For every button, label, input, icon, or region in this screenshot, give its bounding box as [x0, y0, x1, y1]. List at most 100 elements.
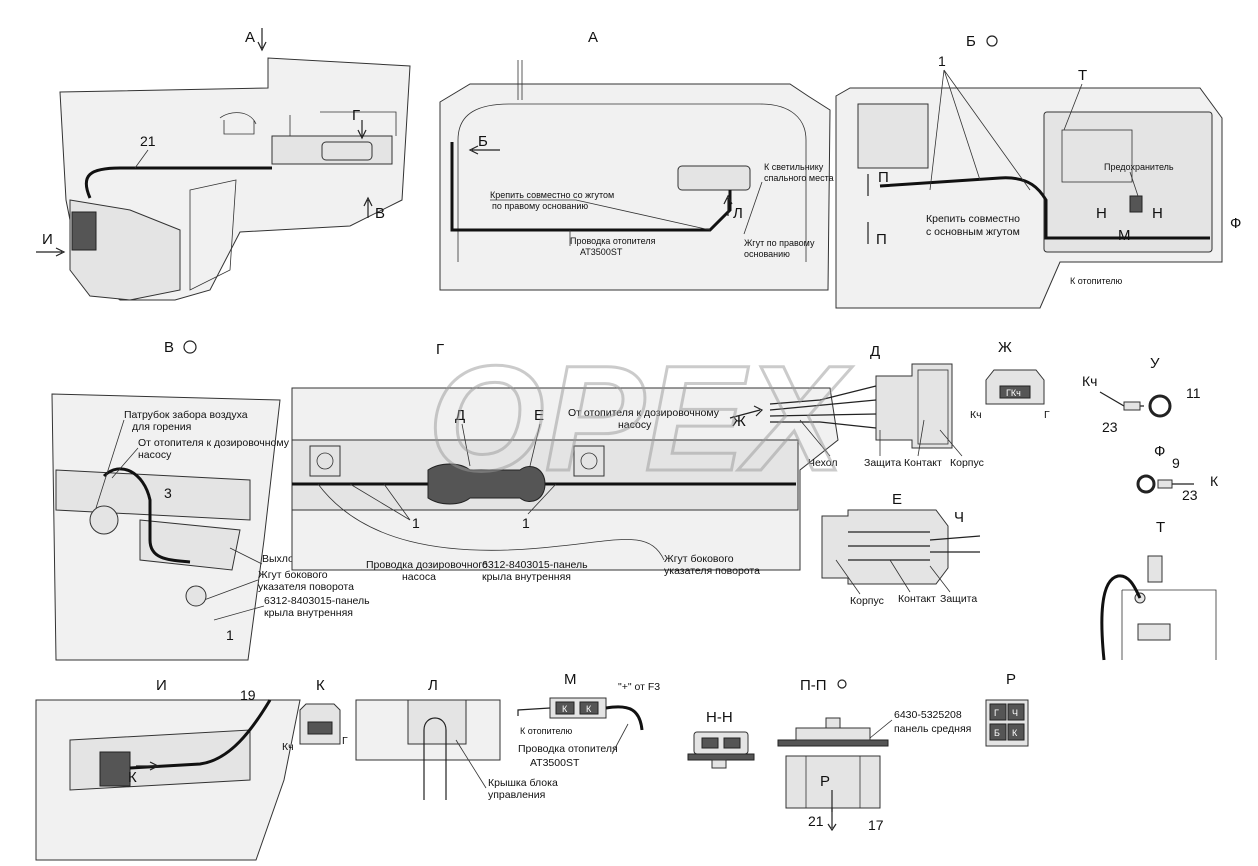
- view-u-title: У: [1150, 355, 1160, 372]
- pin-m-2: [579, 701, 599, 715]
- patrubok-line1: Патрубок забора воздуха: [124, 409, 248, 421]
- provodka-top-line2: АТ3500ST: [580, 247, 623, 257]
- connector-zh-pins: [999, 385, 1031, 399]
- provodka-g-line2: насоса: [402, 571, 436, 583]
- pp-panel-name: панель средняя: [894, 723, 971, 735]
- arrow-v-label: В: [375, 205, 385, 222]
- label-e-g: Е: [534, 407, 544, 424]
- pin-m-1: [555, 701, 575, 715]
- view-f-title: Ф: [1154, 443, 1165, 460]
- pp-block: [785, 755, 881, 809]
- view-l-title: Л: [428, 677, 438, 694]
- korpus-d-label: Корпус: [950, 457, 984, 469]
- label-n-right: Н: [1152, 205, 1163, 222]
- label-1-v: 1: [226, 627, 234, 643]
- connector-k-pins: [307, 721, 333, 735]
- nn-pin-1: [701, 737, 719, 749]
- rotation-icon-v: [183, 340, 197, 354]
- leaders-v-bottom: [203, 547, 265, 621]
- svetilnik-line1: К светильнику: [764, 162, 824, 172]
- leaders-d: [799, 419, 963, 457]
- zhgut-top-line2: основанию: [744, 249, 790, 259]
- predohranitel-leader: [1129, 171, 1139, 197]
- view-f: Ф 9 23 К: [1136, 443, 1219, 503]
- connector-d-body: [875, 363, 953, 449]
- label-kch-k: Кч: [282, 741, 294, 753]
- kryshka-leader: [455, 739, 487, 789]
- plus-f3-label: "+" от F3: [618, 681, 660, 693]
- fuse-icon: [1129, 195, 1143, 213]
- provodka-m-line2: АТ3500ST: [530, 757, 580, 769]
- harness-b: [879, 176, 1210, 240]
- label-p-top: П: [878, 169, 889, 186]
- label-17-pp: 17: [868, 817, 884, 833]
- label-k-f: К: [1210, 473, 1219, 489]
- provodka-m-line1: Проводка отопителя: [518, 743, 618, 755]
- connector-pair: [427, 463, 546, 505]
- label-k-i: К: [128, 769, 137, 786]
- provodka-top-line1: Проводка отопителя: [570, 236, 656, 246]
- view-d-title: Д: [870, 343, 880, 360]
- side-indicator-wire: [317, 483, 665, 561]
- label-t-b: Т: [1078, 67, 1087, 84]
- panel-v-line1: 6312-8403015-панель: [264, 595, 370, 607]
- view-a-left-title: А: [245, 29, 255, 46]
- zashchita-e-label: Защита: [940, 593, 977, 605]
- view-m: М К К "+" от F3 К отопителю Проводка ото…: [517, 671, 660, 769]
- r-pin-g-label: Г: [994, 708, 999, 718]
- ot-otopitelya-g-line1: От отопителя к дозировочному: [568, 407, 720, 419]
- zhgut-bok-v-line1: Жгут бокового: [258, 569, 328, 581]
- view-g-title: Г: [436, 341, 444, 358]
- zhgut-bok-g-line1: Жгут бокового: [664, 553, 734, 565]
- arrow-g-icon: [357, 120, 367, 140]
- bolt-head-1: [316, 452, 334, 470]
- label-n-left: Н: [1096, 205, 1107, 222]
- view-i-title: И: [156, 677, 167, 694]
- label-kch-u: Кч: [1082, 373, 1097, 389]
- panel-v-line2: крыла внутренняя: [264, 607, 353, 619]
- k-otopitelyu-b: К отопителю: [1070, 276, 1122, 286]
- fuse-holder-t: [1147, 555, 1163, 583]
- view-t: Т: [1100, 519, 1217, 661]
- patrubok-line2: для горения: [132, 421, 191, 433]
- view-b: Б 1 Т П П Предохранитель Н Н М Ф Крепить…: [835, 33, 1241, 309]
- view-a-arrow-icon: [257, 28, 267, 52]
- view-u: У Кч 11 23: [1082, 355, 1201, 435]
- view-pp-title: П-П: [800, 677, 827, 694]
- label-3-v: 3: [164, 485, 172, 501]
- leader-1-b: [929, 69, 1031, 191]
- ot-otopitelya-g-line2: насосу: [618, 419, 652, 431]
- kryshka-line2: управления: [488, 789, 545, 801]
- label-23-f: 23: [1182, 487, 1198, 503]
- view-e-title: Е: [892, 491, 902, 508]
- r-pin-ch: [1007, 703, 1025, 721]
- label-g-k: Г: [342, 735, 348, 747]
- nn-pin-2: [723, 737, 741, 749]
- r-pin-k-label: К: [1012, 728, 1018, 738]
- arrow-b-icon: [468, 145, 500, 155]
- ring-terminal-u: [1148, 394, 1172, 418]
- cab-rear-outline: [439, 83, 831, 291]
- connector-d-housing: [917, 369, 949, 445]
- heater-cylinder: [321, 141, 373, 161]
- krepit-line2: по правому основанию: [492, 201, 588, 211]
- pp-wire-21: [827, 808, 837, 832]
- view-v-title: В: [164, 339, 174, 356]
- view-r: Р Г Ч Б К: [985, 671, 1029, 747]
- view-m-title: М: [564, 671, 577, 688]
- view-d: Д Чехол Защита Контакт Корпус: [769, 343, 984, 469]
- air-intake: [89, 505, 119, 535]
- predohranitel-label: Предохранитель: [1104, 162, 1174, 172]
- rear-window: [457, 103, 807, 262]
- leaders-1-g: [349, 483, 557, 521]
- arrow-g-label: Г: [352, 107, 360, 124]
- kontakt-d-label: Контакт: [904, 457, 942, 469]
- connector-zh-chip: ГКч: [1006, 388, 1021, 398]
- arrow-b-label: Б: [478, 133, 488, 150]
- heater-harness-top: [450, 142, 732, 232]
- leaders-e: [835, 559, 951, 595]
- svetilnik-line2: спального места: [764, 173, 834, 183]
- watermark: OPEX: [428, 334, 853, 502]
- provodka-g-line1: Проводка дозировочного: [366, 559, 488, 571]
